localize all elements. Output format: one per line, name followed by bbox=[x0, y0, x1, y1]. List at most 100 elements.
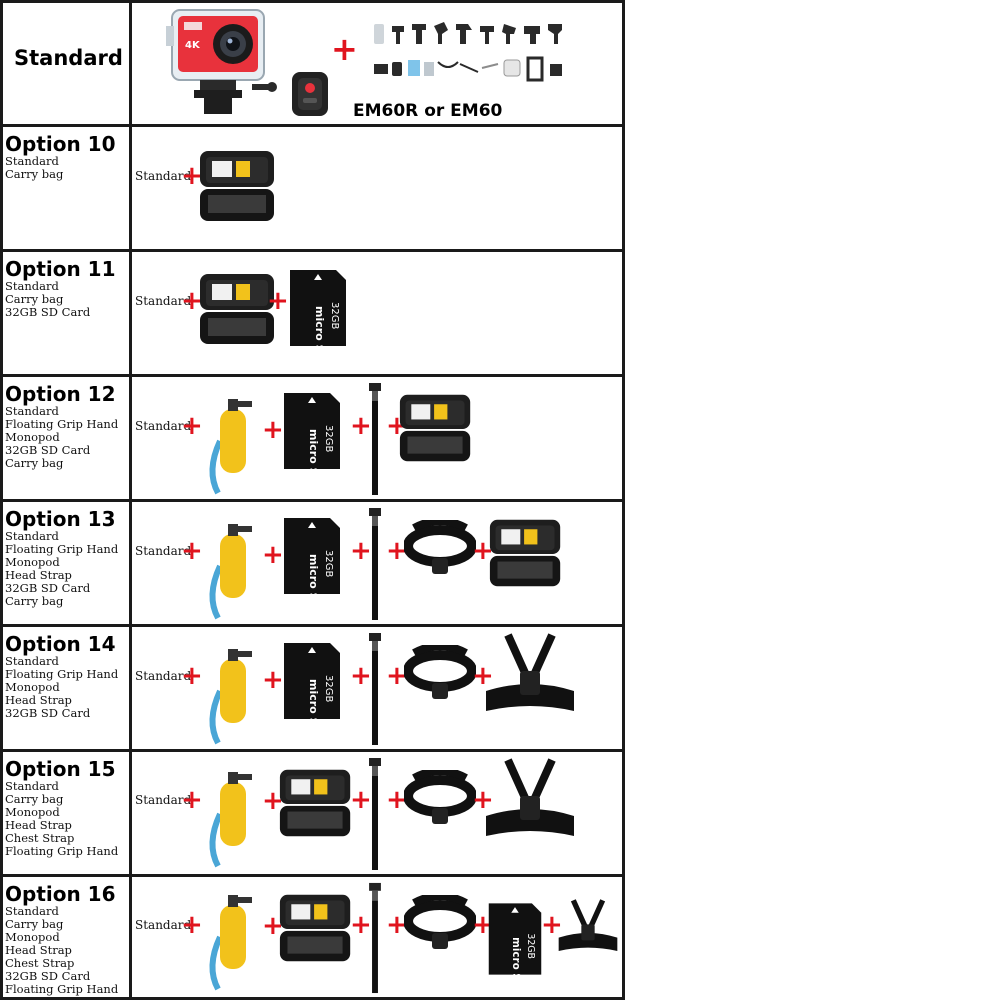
option-content-item: Standard bbox=[5, 529, 59, 543]
option-content-item: Chest Strap bbox=[5, 956, 75, 970]
row-divider bbox=[0, 499, 625, 502]
option-title: Option 11 bbox=[5, 257, 116, 281]
option-content-item: Monopod bbox=[5, 805, 60, 819]
row-divider bbox=[0, 624, 625, 627]
sd-capacity-label: 32GB bbox=[525, 933, 536, 959]
sd-card-icon: 32GB micro SD bbox=[290, 270, 346, 350]
plus-icon: + bbox=[262, 540, 284, 570]
plus-icon: + bbox=[331, 30, 358, 68]
carry-bag-icon bbox=[200, 151, 274, 221]
model-variant-label: EM60R or EM60 bbox=[353, 101, 503, 121]
option-title: Option 12 bbox=[5, 382, 116, 406]
sd-brand-label: micro SD bbox=[307, 554, 320, 598]
option-content-item: 32GB SD Card bbox=[5, 443, 91, 457]
floating-grip-icon bbox=[209, 399, 252, 495]
plus-icon: + bbox=[350, 785, 372, 815]
option-row: Option 10 Standard Carry bag Standard + bbox=[0, 127, 625, 249]
option-content-item: Floating Grip Hand bbox=[5, 417, 119, 431]
sd-card-icon: 32GB micro SD bbox=[284, 393, 340, 473]
remote-control-icon bbox=[292, 72, 328, 116]
standard-prefix-label: Standard bbox=[135, 544, 192, 558]
plus-icon: + bbox=[181, 785, 203, 815]
option-content-item: Head Strap bbox=[5, 568, 72, 582]
standard-prefix-label: Standard bbox=[135, 294, 192, 308]
plus-icon: + bbox=[472, 661, 494, 691]
option-content-item: Chest Strap bbox=[5, 831, 75, 845]
option-content-item: Head Strap bbox=[5, 818, 72, 832]
sd-capacity-label: 32GB bbox=[323, 425, 334, 452]
option-content-item: Standard bbox=[5, 279, 59, 293]
accessories-pack-icon bbox=[374, 22, 562, 82]
sd-card-icon: 32GB micro SD bbox=[488, 903, 542, 979]
floating-grip-icon bbox=[209, 649, 252, 745]
plus-icon: + bbox=[262, 665, 284, 695]
option-row: Option 11 Standard Carry bag 32GB SD Car… bbox=[0, 252, 625, 374]
monopod-icon bbox=[369, 758, 381, 870]
standard-prefix-label: Standard bbox=[135, 918, 192, 932]
option-content-item: Standard bbox=[5, 654, 59, 668]
row-divider bbox=[0, 249, 625, 252]
column-divider bbox=[622, 0, 625, 1000]
monopod-icon bbox=[369, 633, 381, 745]
chest-strap-icon bbox=[486, 633, 574, 711]
standard-prefix-label: Standard bbox=[135, 669, 192, 683]
standard-title: Standard bbox=[14, 46, 123, 70]
plus-icon: + bbox=[541, 910, 563, 940]
sd-capacity-label: 32GB bbox=[323, 550, 334, 577]
sd-card-icon: 32GB micro SD bbox=[284, 518, 340, 598]
sd-brand-label: micro SD bbox=[510, 937, 522, 979]
column-divider bbox=[129, 0, 132, 1000]
plus-icon: + bbox=[181, 411, 203, 441]
option-content-item: Standard bbox=[5, 154, 59, 168]
plus-icon: + bbox=[386, 785, 408, 815]
plus-icon: + bbox=[472, 536, 494, 566]
option-content-item: Standard bbox=[5, 404, 59, 418]
option-content-item: Carry bag bbox=[5, 594, 64, 608]
option-contents-list: Standard Floating Grip Hand Monopod Head… bbox=[5, 655, 118, 720]
plus-icon: + bbox=[181, 286, 203, 316]
plus-icon: + bbox=[181, 910, 203, 940]
plus-icon: + bbox=[386, 536, 408, 566]
head-strap-icon bbox=[404, 895, 476, 949]
sd-brand-label: micro SD bbox=[307, 679, 320, 723]
column-divider bbox=[0, 0, 3, 1000]
carry-bag-icon bbox=[279, 769, 351, 837]
row-divider bbox=[0, 749, 625, 752]
option-title: Option 10 bbox=[5, 132, 116, 156]
option-contents-list: Standard Floating Grip Hand Monopod 32GB… bbox=[5, 405, 118, 470]
option-title: Option 13 bbox=[5, 507, 116, 531]
option-content-item: 32GB SD Card bbox=[5, 706, 91, 720]
option-content-item: 32GB SD Card bbox=[5, 969, 91, 983]
standard-prefix-label: Standard bbox=[135, 793, 192, 807]
head-strap-icon bbox=[404, 645, 476, 699]
carry-bag-icon bbox=[200, 274, 274, 344]
option-content-item: Floating Grip Hand bbox=[5, 542, 119, 556]
option-row: Option 13 Standard Floating Grip Hand Mo… bbox=[0, 502, 625, 624]
option-contents-list: Standard Floating Grip Hand Monopod Head… bbox=[5, 530, 118, 608]
row-divider bbox=[0, 997, 625, 1000]
option-content-item: Carry bag bbox=[5, 292, 64, 306]
option-content-item: Carry bag bbox=[5, 456, 64, 470]
plus-icon: + bbox=[181, 536, 203, 566]
row-divider bbox=[0, 124, 625, 127]
option-content-item: Carry bag bbox=[5, 167, 64, 181]
carry-bag-icon bbox=[489, 519, 561, 587]
plus-icon: + bbox=[350, 661, 372, 691]
row-divider bbox=[0, 874, 625, 877]
plus-icon: + bbox=[350, 910, 372, 940]
option-content-item: Monopod bbox=[5, 430, 60, 444]
option-row: Option 15 Standard Carry bag Monopod Hea… bbox=[0, 752, 625, 874]
plus-icon: + bbox=[181, 161, 203, 191]
sd-brand-label: micro SD bbox=[313, 306, 326, 350]
option-content-item: Monopod bbox=[5, 555, 60, 569]
carry-bag-icon bbox=[399, 394, 471, 462]
plus-icon: + bbox=[267, 286, 289, 316]
option-content-item: Carry bag bbox=[5, 792, 64, 806]
option-row: Option 12 Standard Floating Grip Hand Mo… bbox=[0, 377, 625, 499]
plus-icon: + bbox=[181, 661, 203, 691]
monopod-icon bbox=[369, 383, 381, 495]
option-content-item: 32GB SD Card bbox=[5, 581, 91, 595]
standard-prefix-label: Standard bbox=[135, 419, 192, 433]
plus-icon: + bbox=[262, 786, 284, 816]
floating-grip-icon bbox=[209, 772, 252, 868]
